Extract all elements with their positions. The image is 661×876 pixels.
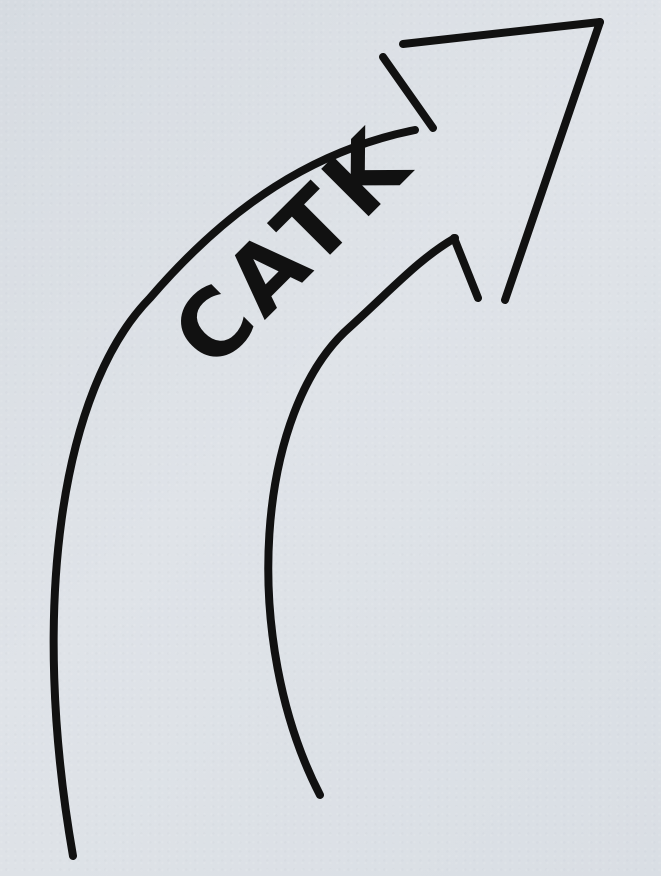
arrowhead-right-side: [501, 18, 604, 304]
arrowhead-inner-cut: [450, 234, 482, 302]
outer-arrow-stroke: [49, 126, 419, 860]
inner-arrow-stroke: [264, 234, 459, 799]
arrowhead-left-side: [379, 53, 437, 132]
arrowhead-top-side: [399, 18, 604, 48]
